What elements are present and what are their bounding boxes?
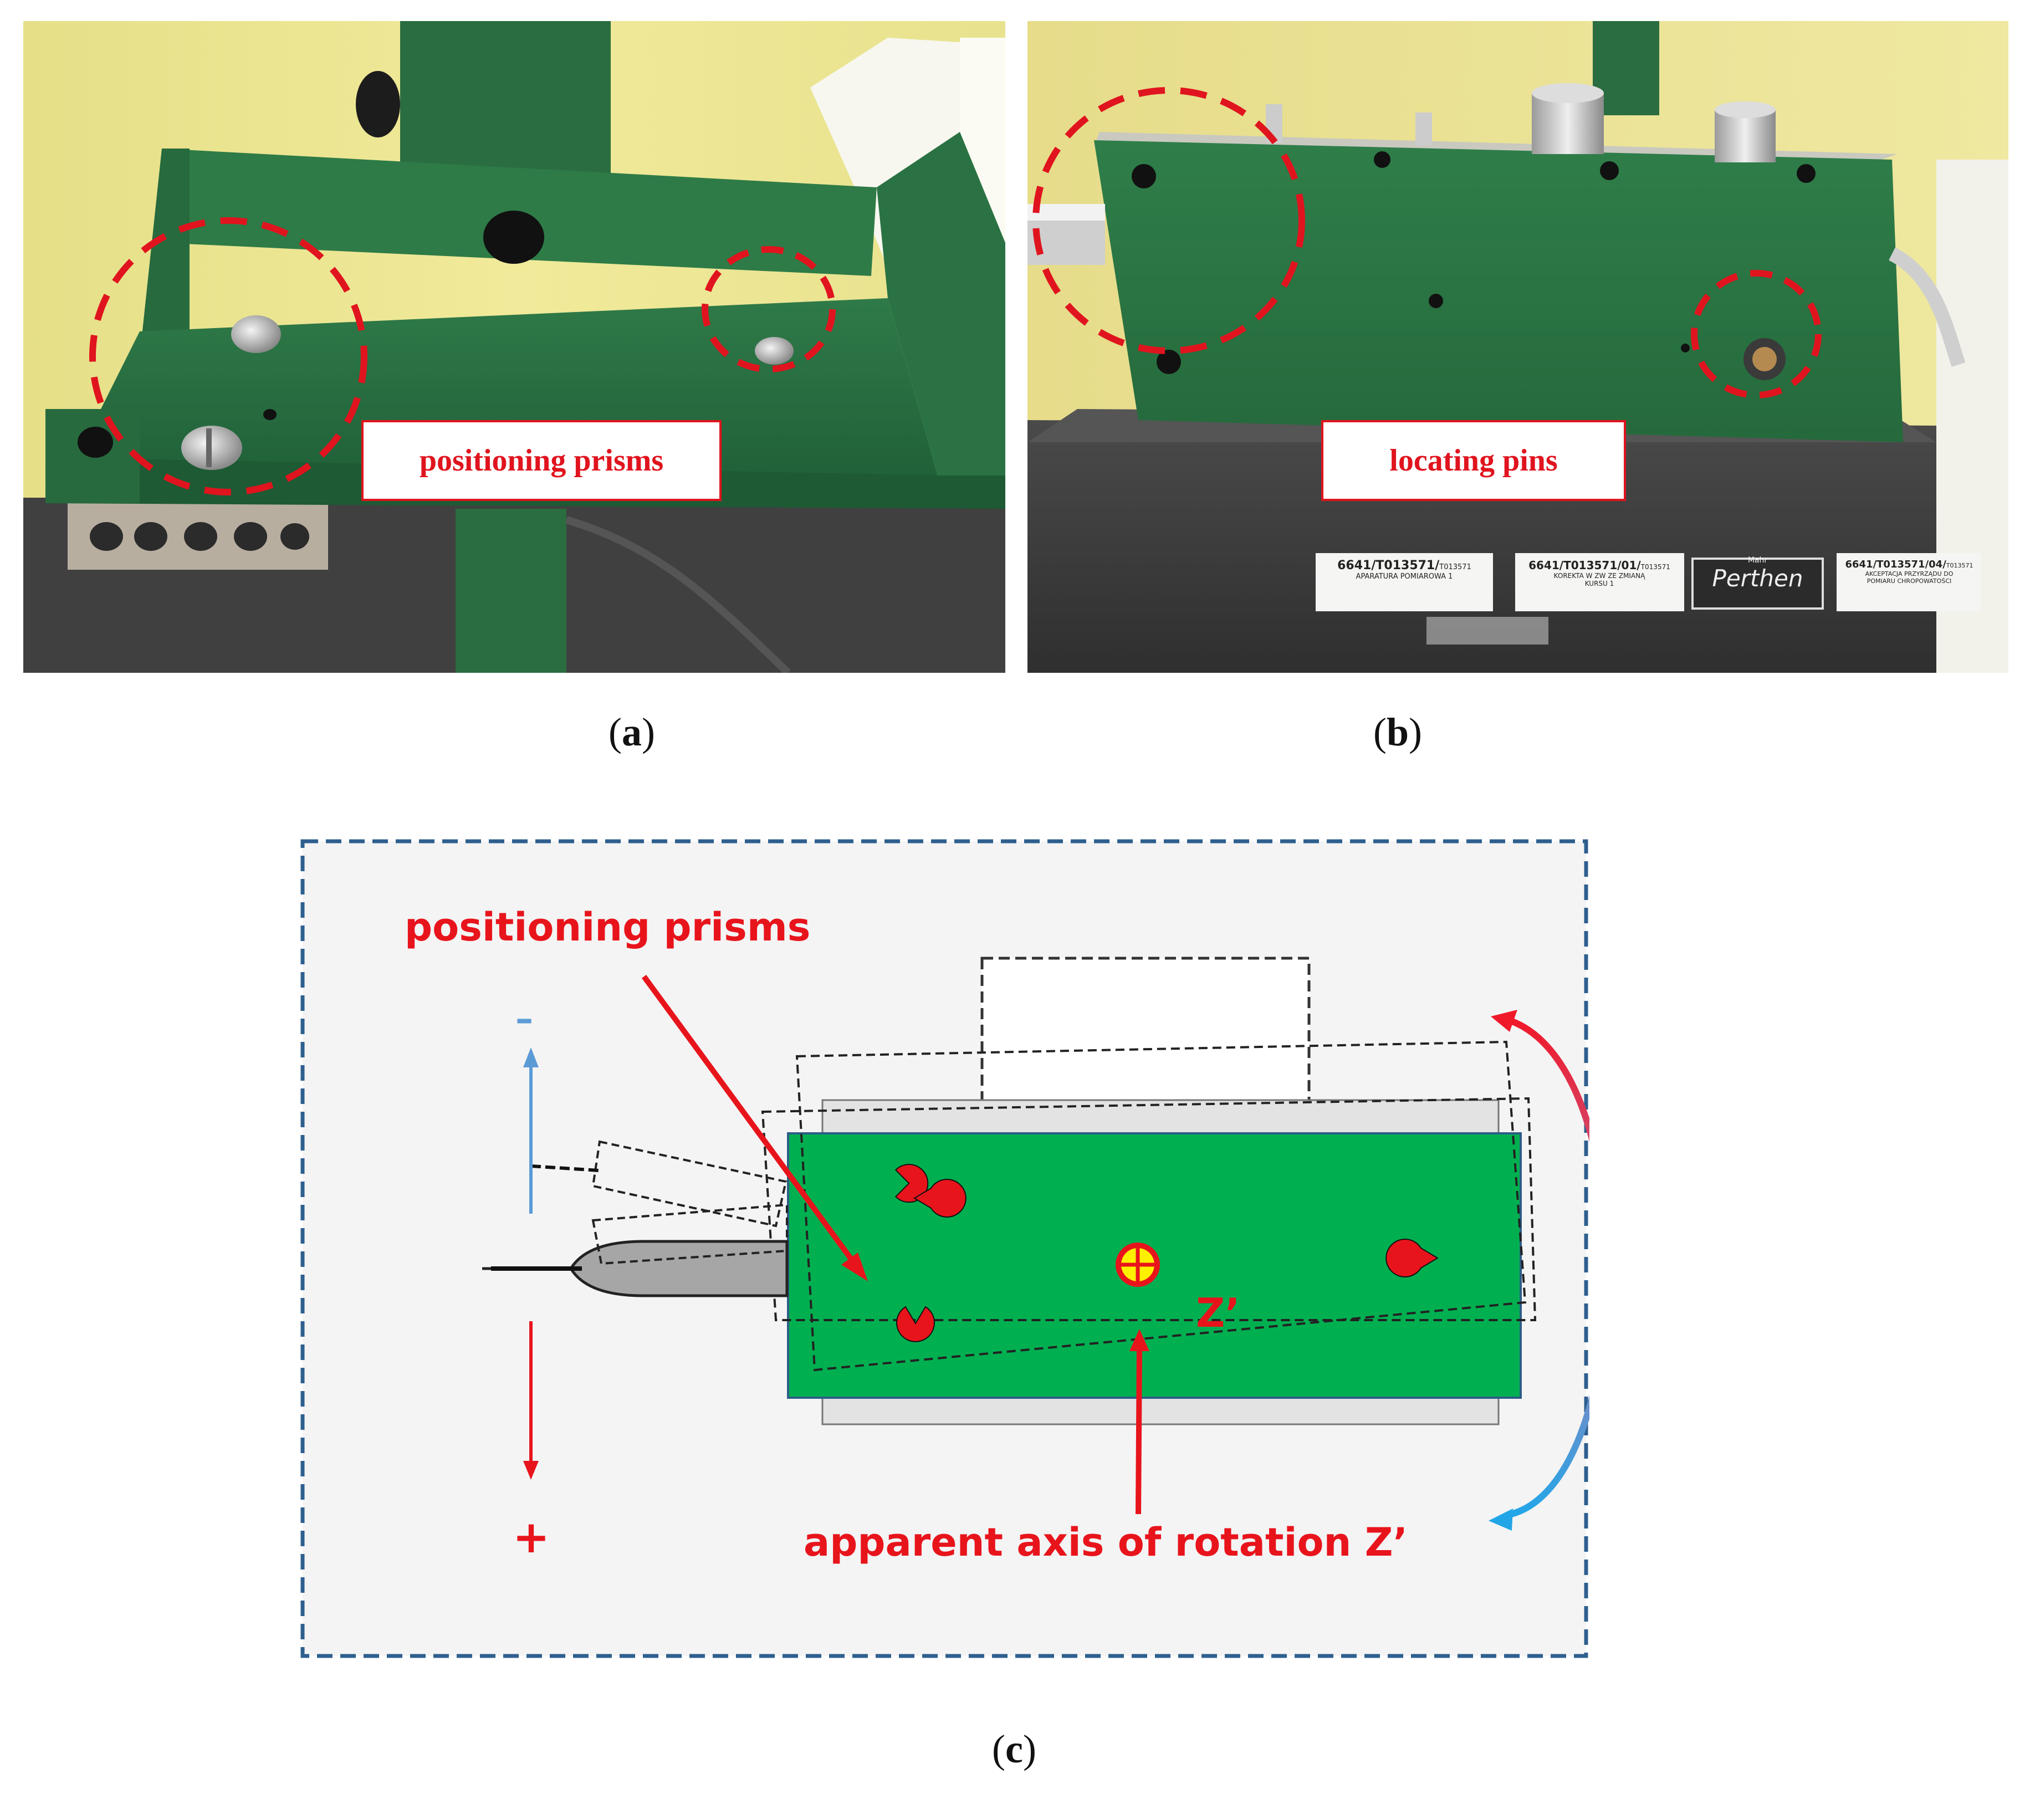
brand-badge-top: Mahr [1747,556,1768,565]
callout-locating-pins-b: locating pins [1321,420,1626,501]
photo-a-positioning-prisms: positioning prisms [23,21,1005,673]
asset-label-2-code: 6641/T013571/01/ [1528,559,1641,572]
callout-positioning-prisms-a: positioning prisms [361,420,722,501]
photo-b-illustration [1027,21,2008,673]
asset-label-3-code: 6641/T013571/04/ [1845,559,1946,570]
label-apparent-axis: apparent axis of rotation Z’ [804,1520,1408,1565]
asset-label-2-text-2: KURSU 1 [1584,580,1614,587]
asset-label-1-code-small: T013571 [1439,563,1471,571]
caption-a: (a) [609,710,655,754]
brand-badge-name: Perthen [1712,565,1803,592]
caption-c-letter: c [1005,1727,1023,1771]
asset-label-2-text: KOREKTA W ZW ZE ZMIANĄ [1553,572,1645,580]
minus-sign: – [515,999,533,1040]
plus-sign: + [513,1511,550,1563]
label-positioning-prisms: positioning prisms [405,904,811,950]
asset-label-2: 6641/T013571/01/T013571 KOREKTA W ZW ZE … [1516,559,1683,587]
highlight-circles-b [1032,87,1822,398]
photo-b-locating-pins: 6641/T013571/T013571 APARATURA POMIAROWA… [1027,21,2008,673]
caption-b-letter: b [1386,710,1409,754]
asset-label-1-text: APARATURA POMIAROWA 1 [1356,572,1453,581]
asset-label-1: 6641/T013571/T013571 APARATURA POMIAROWA… [1318,559,1490,581]
asset-label-3: 6641/T013571/04/T013571 AKCEPTACJA PRZYR… [1838,559,1981,585]
diagram-c-drawing [300,839,1589,1658]
highlight-circles-a [89,217,836,495]
brand-badge: Mahr Perthen [1695,556,1820,592]
asset-label-3-text: AKCEPTACJA PRZYRZĄDU DO [1865,570,1954,577]
caption-c: (c) [992,1727,1036,1771]
asset-label-3-code-small: T013571 [1946,562,1973,569]
diagram-c-rotation-axis: positioning prisms Z’ apparent axis of r… [299,838,1589,1659]
label-axis-marker-z: Z’ [1196,1290,1240,1336]
caption-b: (b) [1373,710,1422,754]
caption-a-letter: a [622,710,642,754]
asset-label-2-code-small: T013571 [1640,563,1670,571]
asset-label-3-text-2: POMIARU CHROPOWATOŚCI [1867,577,1952,585]
asset-label-1-code: 6641/T013571/ [1337,559,1440,572]
